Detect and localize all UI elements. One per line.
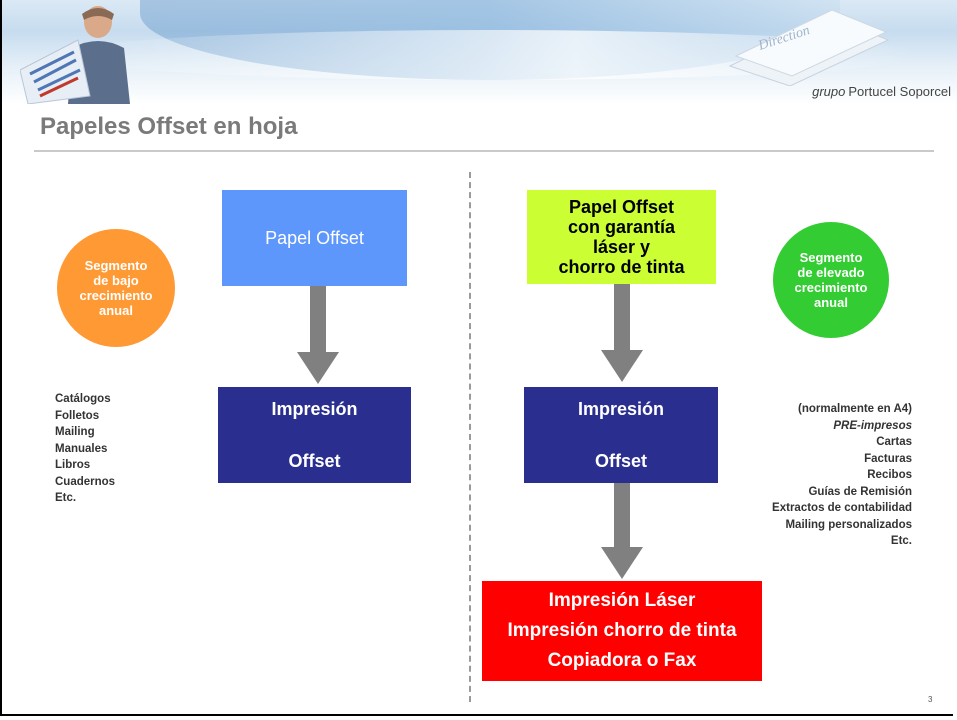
circle-line: crecimiento	[794, 280, 868, 295]
list-item: Etc.	[890, 535, 912, 547]
list-item: Cartas	[876, 436, 912, 448]
offset-paper-box: Papel Offset	[222, 190, 407, 286]
title-underline	[34, 150, 934, 152]
box-line: Impresión	[271, 399, 358, 419]
box-line: con garantía	[567, 217, 676, 237]
circle-line: de elevado	[797, 265, 865, 280]
list-item: Extractos de contabilidad	[772, 502, 912, 514]
preprinted-product-list: (normalmente en A4) PRE-impresos Cartas …	[772, 401, 912, 550]
box-line: Papel Offset	[568, 197, 675, 217]
box-line: chorro de tinta	[558, 257, 685, 277]
list-subheader: PRE-impresos	[833, 419, 912, 432]
list-item: Manuales	[55, 442, 108, 455]
list-item: Mailing	[55, 426, 95, 438]
circle-line: anual	[99, 303, 133, 318]
list-item: Mailing personalizados	[785, 518, 912, 531]
box-line: Offset	[288, 451, 341, 471]
low-growth-segment-circle: Segmento de bajo crecimiento anual	[57, 229, 175, 347]
circle-line: de bajo	[93, 273, 139, 288]
list-header: (normalmente en A4)	[798, 403, 912, 415]
circle-line: crecimiento	[79, 288, 153, 303]
circle-line: Segmento	[84, 258, 148, 273]
box-line: Impresión Láser	[548, 590, 696, 611]
high-growth-segment-circle: Segmento de elevado crecimiento anual	[773, 222, 889, 338]
reading-person-illustration	[20, 6, 130, 104]
offset-printing-box: Impresión Offset	[524, 387, 718, 483]
page-number: 3	[928, 695, 933, 704]
offset-printing-box: Impresión Offset	[218, 387, 411, 483]
list-item: Catálogos	[55, 393, 111, 405]
down-arrow-icon	[297, 286, 339, 384]
laser-inkjet-paper-box: Papel Offset con garantía láser y chorro…	[527, 190, 716, 284]
page-title: Papeles Offset en hoja	[40, 113, 298, 140]
box-line: Impresión chorro de tinta	[507, 620, 737, 641]
brand-name: Portucel Soporcel	[848, 84, 951, 99]
circle-line: anual	[814, 295, 848, 310]
list-item: Libros	[55, 459, 91, 471]
list-item: Recibos	[867, 469, 912, 481]
list-item: Etc.	[55, 492, 77, 504]
box-line: Offset	[594, 451, 647, 471]
down-arrow-icon	[601, 483, 643, 579]
laser-inkjet-copier-printing-box: Impresión Láser Impresión chorro de tint…	[482, 581, 762, 681]
column-divider	[469, 172, 471, 702]
circle-line: Segmento	[799, 250, 863, 265]
list-item: Guías de Remisión	[808, 485, 912, 498]
box-line: Copiadora o Fax	[547, 650, 697, 671]
product-list: Catálogos Folletos Mailing Manuales Libr…	[55, 391, 115, 507]
list-item: Facturas	[864, 452, 912, 465]
box-line: láser y	[592, 237, 651, 257]
brand-prefix: grupo	[812, 84, 846, 99]
down-arrow-icon	[601, 284, 643, 382]
paper-stack-illustration: Direction	[728, 9, 890, 86]
box-line: Impresión	[577, 399, 665, 419]
list-item: Folletos	[55, 409, 100, 422]
list-item: Cuadernos	[55, 475, 116, 488]
box-label: Papel Offset	[265, 227, 364, 248]
